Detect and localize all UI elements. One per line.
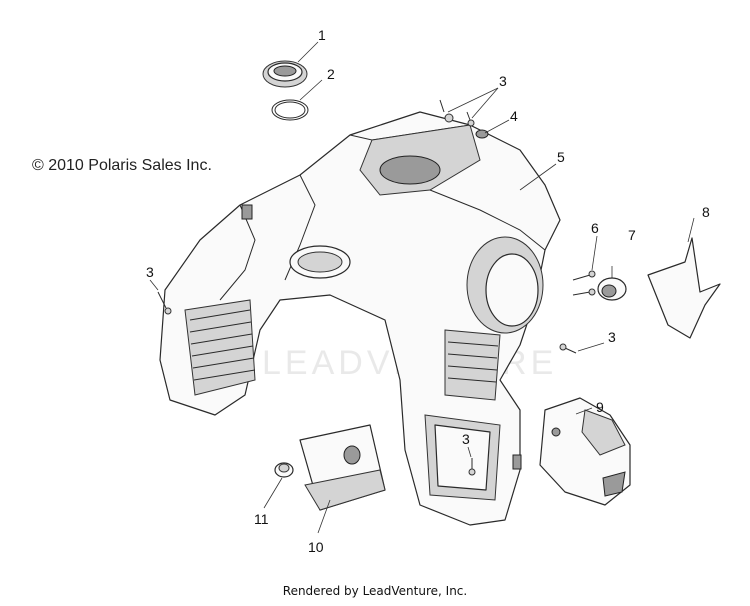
callout-3-left: 3 (146, 264, 154, 280)
callout-11: 11 (254, 511, 269, 527)
callout-7: 7 (628, 227, 636, 243)
part-7-bracket (597, 277, 627, 301)
callout-5: 5 (557, 149, 565, 165)
left-vent-grille (184, 299, 256, 396)
part-3-screw-right (559, 343, 577, 354)
callout-3-right: 3 (608, 329, 616, 345)
rendered-by-footer: Rendered by LeadVenture, Inc. (282, 584, 468, 598)
callout-1: 1 (318, 27, 326, 43)
part-5-console-shroud (159, 111, 561, 526)
part-10-access-panel (299, 424, 386, 511)
callout-10: 10 (308, 539, 324, 555)
callout-4: 4 (510, 108, 518, 124)
part-6-screws (572, 270, 596, 296)
callout-6: 6 (591, 220, 599, 236)
right-vent-grille (424, 329, 501, 501)
part-9-side-cover (539, 397, 631, 506)
part-4-nut (475, 129, 489, 139)
callout-9: 9 (596, 399, 604, 415)
callout-3-lower: 3 (462, 431, 470, 447)
part-3-screw-lower (468, 458, 476, 476)
part-8-decal (647, 237, 721, 339)
part-3-screw-left (157, 291, 172, 315)
copyright-notice: © 2010 Polaris Sales Inc. (32, 157, 212, 174)
part-2-o-ring (271, 99, 309, 121)
part-11-plug (274, 462, 294, 478)
callout-2: 2 (327, 66, 335, 82)
part-3-screws-top (439, 99, 475, 127)
callout-8: 8 (702, 204, 710, 220)
leader-lines (149, 41, 695, 534)
part-1-cap (262, 60, 308, 88)
callout-3-top: 3 (499, 73, 507, 89)
callout-numbers: 1 2 3 4 5 6 7 8 3 3 9 3 11 10 (146, 27, 710, 555)
